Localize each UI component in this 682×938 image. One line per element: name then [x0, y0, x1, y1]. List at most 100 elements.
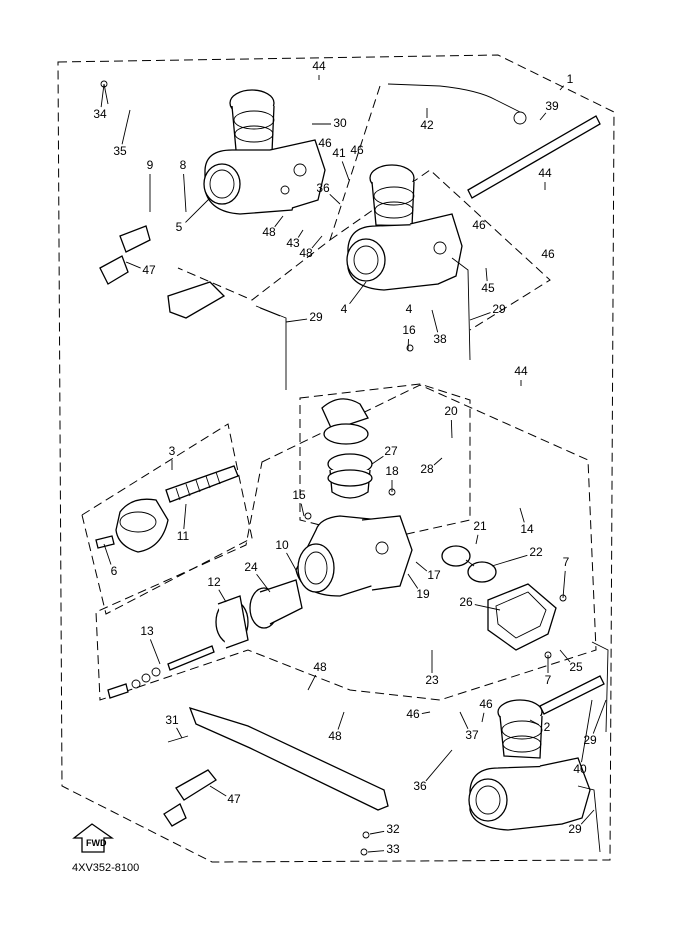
callout-c40: 40 — [573, 762, 587, 776]
callout-c22: 22 — [529, 545, 543, 559]
callout-c25: 25 — [569, 660, 583, 674]
callout-leader-c27 — [371, 455, 384, 465]
callout-leader-c19 — [407, 573, 419, 589]
callout-c34: 34 — [93, 107, 107, 121]
callout-leader-c10 — [286, 552, 297, 571]
callout-c7b: 7 — [545, 673, 552, 687]
callout-leader-c33 — [367, 850, 385, 853]
callout-c46e: 46 — [479, 697, 493, 711]
callout-c17: 17 — [427, 568, 441, 582]
callout-leader-c34 — [100, 83, 105, 108]
callout-leader-c13 — [149, 639, 161, 665]
callout-c43: 43 — [286, 236, 300, 250]
callout-c4b: 4 — [406, 302, 413, 316]
callout-c46d: 46 — [541, 247, 555, 261]
callout-c8: 8 — [180, 158, 187, 172]
carburetor-body-middle — [295, 398, 413, 597]
callout-c46a: 46 — [318, 136, 332, 150]
callout-c6: 6 — [111, 564, 118, 578]
forward-arrow-label: FWD — [86, 838, 107, 848]
callout-leader-c29c — [592, 699, 607, 734]
callout-c16: 16 — [402, 323, 416, 337]
intake-boot — [327, 469, 373, 487]
callout-c31: 31 — [165, 713, 179, 727]
callout-c48b: 48 — [299, 246, 313, 260]
callout-leader-c12 — [218, 589, 227, 603]
callout-leader-c45 — [485, 267, 488, 282]
callout-c37: 37 — [465, 728, 479, 742]
callout-leader-c15 — [300, 503, 305, 517]
carburetor-upper-right — [346, 164, 463, 291]
callout-c28: 28 — [420, 462, 434, 476]
callout-c41: 41 — [332, 146, 346, 160]
callout-leader-c41 — [341, 161, 350, 181]
callout-c4a: 4 — [341, 302, 348, 316]
callout-c38: 38 — [433, 332, 447, 346]
callout-leader-c17 — [415, 561, 428, 572]
callout-leader-c48a — [274, 215, 284, 228]
callout-c39: 39 — [545, 99, 559, 113]
callout-leader-c11 — [183, 503, 187, 530]
fasteners — [100, 80, 567, 856]
callout-c3: 3 — [169, 444, 176, 458]
callout-leader-c29b — [469, 312, 491, 321]
callout-leader-c43 — [297, 229, 304, 238]
diagram-code: 4XV352-8100 — [72, 862, 139, 874]
callout-leader-c48b — [311, 235, 323, 249]
callout-c48c: 48 — [313, 660, 327, 674]
callout-c44c: 44 — [514, 364, 528, 378]
callout-leader-c29a — [285, 318, 308, 323]
callout-c13: 13 — [140, 624, 154, 638]
throttle-cable — [387, 83, 521, 113]
diaphragm-piston — [215, 579, 303, 649]
callout-leader-c16 — [407, 338, 409, 351]
callout-c23: 23 — [425, 673, 439, 687]
callout-c36a: 36 — [316, 181, 330, 195]
carburetor-lower-right — [468, 699, 591, 831]
callout-c48d: 48 — [328, 729, 342, 743]
callout-leader-c37 — [459, 711, 469, 730]
callout-c44b: 44 — [538, 166, 552, 180]
callout-c26: 26 — [459, 595, 473, 609]
callout-leader-c36a — [329, 193, 341, 205]
subassembly-body-boundary — [95, 384, 597, 701]
callout-c42: 42 — [420, 118, 434, 132]
callout-leader-c48c — [307, 674, 317, 691]
callout-leader-c6 — [103, 543, 112, 565]
callout-c20: 20 — [444, 404, 458, 418]
callout-c33: 33 — [386, 842, 400, 856]
callout-c36b: 36 — [413, 779, 427, 793]
callout-leader-c14 — [519, 507, 525, 523]
callout-leader-c20 — [450, 419, 453, 439]
callout-leader-c22 — [491, 554, 528, 567]
callout-c29c: 29 — [583, 733, 597, 747]
callout-c35: 35 — [113, 144, 127, 158]
jet-parts — [107, 645, 215, 699]
forward-arrow-icon: FWD — [72, 823, 115, 853]
callout-c30: 30 — [333, 116, 347, 130]
callout-leader-c47b — [209, 785, 227, 797]
upper-left-boundary — [177, 85, 381, 301]
callout-c24: 24 — [244, 560, 258, 574]
callout-leader-c40 — [581, 699, 593, 763]
assembly-boundary — [57, 54, 615, 863]
callout-leader-c36b — [425, 749, 453, 782]
callout-leaders — [100, 75, 607, 853]
callout-c29d: 29 — [568, 822, 582, 836]
callout-c2: 2 — [544, 720, 551, 734]
hoses — [255, 115, 608, 853]
callout-leader-c46f — [421, 711, 431, 715]
callout-leader-c39 — [539, 112, 547, 121]
callout-c10: 10 — [275, 538, 289, 552]
callout-leader-c5 — [185, 197, 211, 223]
subassembly-3-boundary — [81, 423, 253, 615]
callout-leader-c26 — [474, 604, 501, 611]
link-bracket — [163, 706, 389, 827]
callout-c11: 11 — [177, 529, 190, 543]
callout-leader-c25 — [559, 649, 571, 663]
callout-c5: 5 — [176, 220, 183, 234]
callout-leader-c2 — [529, 719, 540, 725]
callout-leader-c21 — [475, 534, 479, 545]
